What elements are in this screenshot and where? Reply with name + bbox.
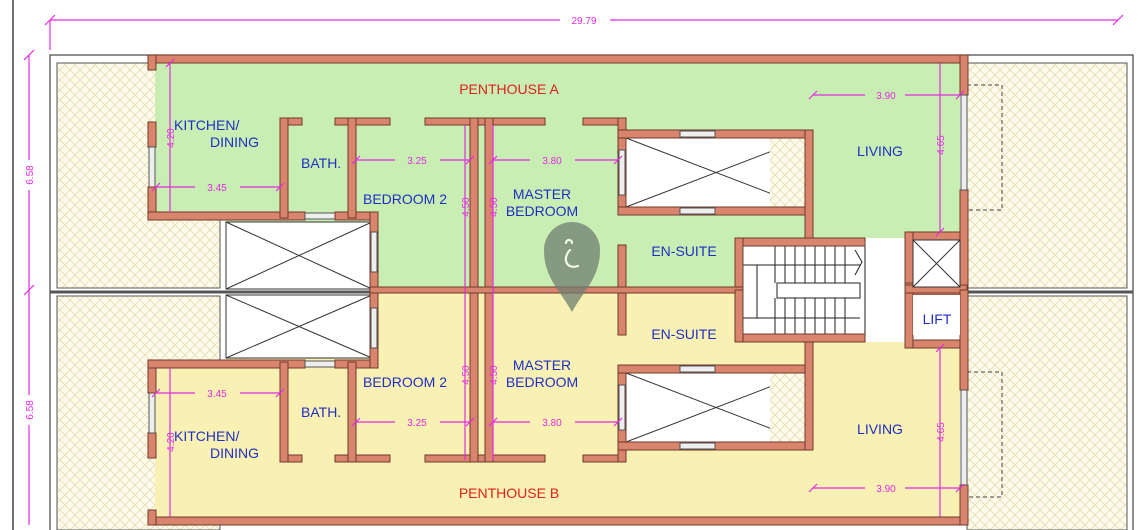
bath-label-a: BATH. xyxy=(301,155,341,171)
lift-label: LIFT xyxy=(923,311,952,327)
master-label-a: MASTER xyxy=(513,186,571,202)
dim-living-depth-b: 4.65 xyxy=(936,422,947,442)
master-label-b-2: BEDROOM xyxy=(506,374,578,390)
dim-living-width-a: 3.90 xyxy=(876,91,896,102)
dim-master-width-a: 3.80 xyxy=(542,156,562,167)
location-pin-icon[interactable] xyxy=(544,222,600,312)
penthouse-b-title: PENTHOUSE B xyxy=(459,485,559,501)
master-label-b: MASTER xyxy=(513,357,571,373)
dim-kitchen-depth-b: 4.20 xyxy=(166,432,177,452)
living-label-b: LIVING xyxy=(857,421,903,437)
dim-bedroom2-depth-a: 4.50 xyxy=(461,197,472,217)
ensuite-label-b: EN-SUITE xyxy=(651,326,716,342)
bedroom2-label-b: BEDROOM 2 xyxy=(363,374,447,390)
terraces xyxy=(50,62,1133,530)
light-wells xyxy=(225,137,807,443)
bedroom2-label-a: BEDROOM 2 xyxy=(363,191,447,207)
dim-living-depth-a: 4.65 xyxy=(936,135,947,155)
dim-master-depth-b: 4.50 xyxy=(489,365,500,385)
dimension-lines xyxy=(23,14,1124,525)
bath-label-b: BATH. xyxy=(301,404,341,420)
dim-kitchen-width-b: 3.45 xyxy=(207,389,227,400)
dim-bedroom2-depth-b: 4.50 xyxy=(461,365,472,385)
dim-depth-b: 6.58 xyxy=(25,400,36,420)
dim-kitchen-width-a: 3.45 xyxy=(207,183,227,194)
dim-depth-a: 6.58 xyxy=(25,165,36,185)
dim-bedroom2-width-b: 3.25 xyxy=(407,418,427,429)
dim-master-depth-a: 4.50 xyxy=(489,197,500,217)
dim-kitchen-depth-a: 4.20 xyxy=(166,128,177,148)
master-label-a-2: BEDROOM xyxy=(506,203,578,219)
kitchen-label-a-2: DINING xyxy=(210,134,259,150)
kitchen-label-a: KITCHEN/ xyxy=(174,117,239,133)
staircase xyxy=(742,245,866,336)
living-label-a: LIVING xyxy=(857,143,903,159)
kitchen-label-b-2: DINING xyxy=(210,445,259,461)
dim-overall-width: 29.79 xyxy=(571,16,596,27)
penthouse-a-title: PENTHOUSE A xyxy=(459,81,559,97)
dim-bedroom2-width-a: 3.25 xyxy=(407,156,427,167)
dim-living-width-b: 3.90 xyxy=(876,484,896,495)
dim-master-width-b: 3.80 xyxy=(542,418,562,429)
kitchen-label-b: KITCHEN/ xyxy=(174,428,239,444)
lobby xyxy=(865,246,905,336)
ensuite-label-a: EN-SUITE xyxy=(651,243,716,259)
